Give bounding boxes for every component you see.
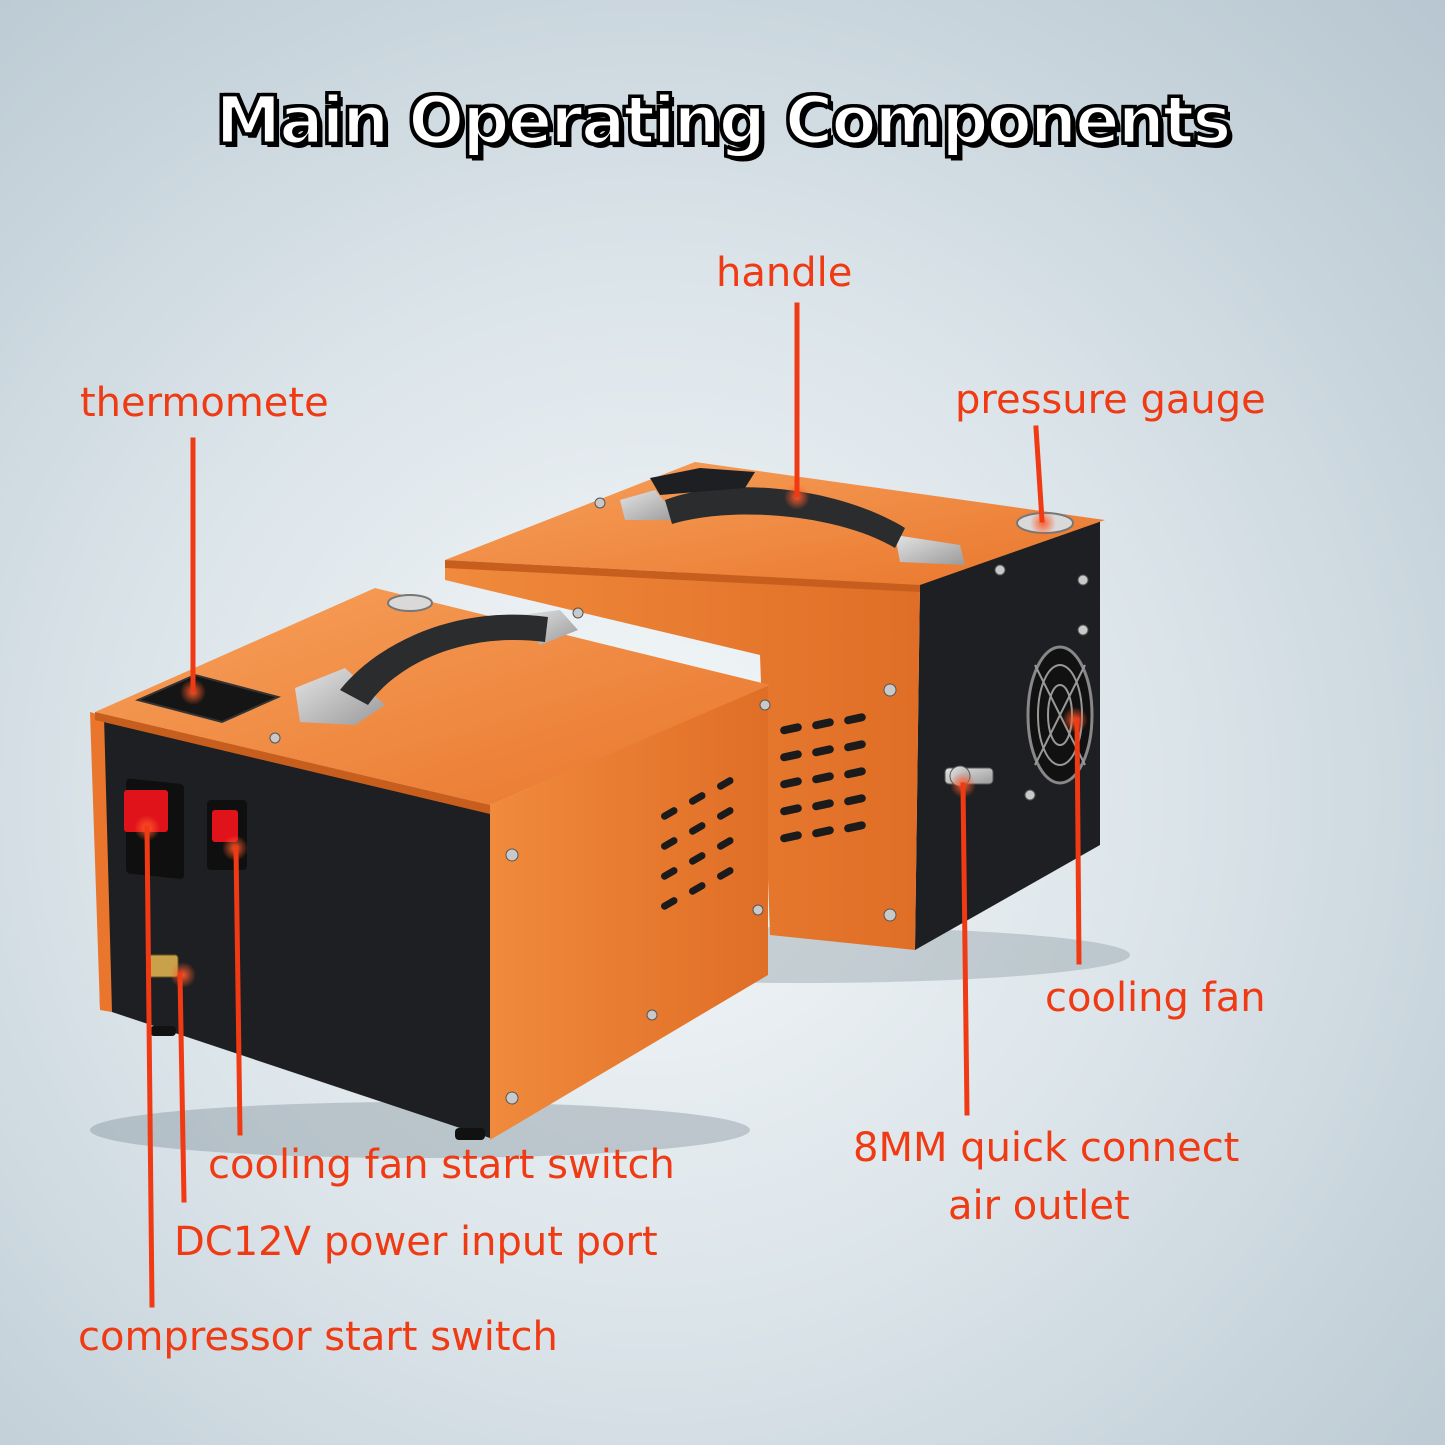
back-unit-vents [780, 713, 866, 843]
label-pressure-gauge: pressure gauge [955, 377, 1266, 423]
label-cooling-fan-switch: cooling fan start switch [208, 1142, 675, 1188]
label-dc-port: DC12V power input port [174, 1219, 658, 1265]
leader-lines [144, 302, 1082, 1308]
label-handle: handle [716, 250, 853, 296]
back-unit-handle [620, 468, 965, 565]
label-air-outlet-line1: 8MM quick connect [853, 1125, 1240, 1171]
label-compressor-switch: compressor start switch [78, 1314, 558, 1360]
page-title: Main Operating Components [214, 81, 1233, 161]
thermometer-icon [134, 673, 281, 724]
front-unit-front-panel [95, 718, 490, 1138]
leader-dc-port [177, 972, 187, 1203]
front-unit-handle [295, 610, 578, 725]
front-unit-vents [660, 777, 734, 910]
label-thermometer: thermomete [80, 380, 329, 426]
leader-pressure-gauge [1033, 425, 1045, 523]
leader-cooling-fan-switch [233, 845, 243, 1136]
label-air-outlet-line2: air outlet [948, 1183, 1130, 1229]
leader-compressor-switch [144, 825, 155, 1308]
leader-air-outlet [960, 782, 970, 1116]
leader-cooling-fan [1074, 717, 1082, 965]
label-cooling-fan: cooling fan [1045, 975, 1266, 1021]
front-compressor-unit [90, 588, 771, 1158]
